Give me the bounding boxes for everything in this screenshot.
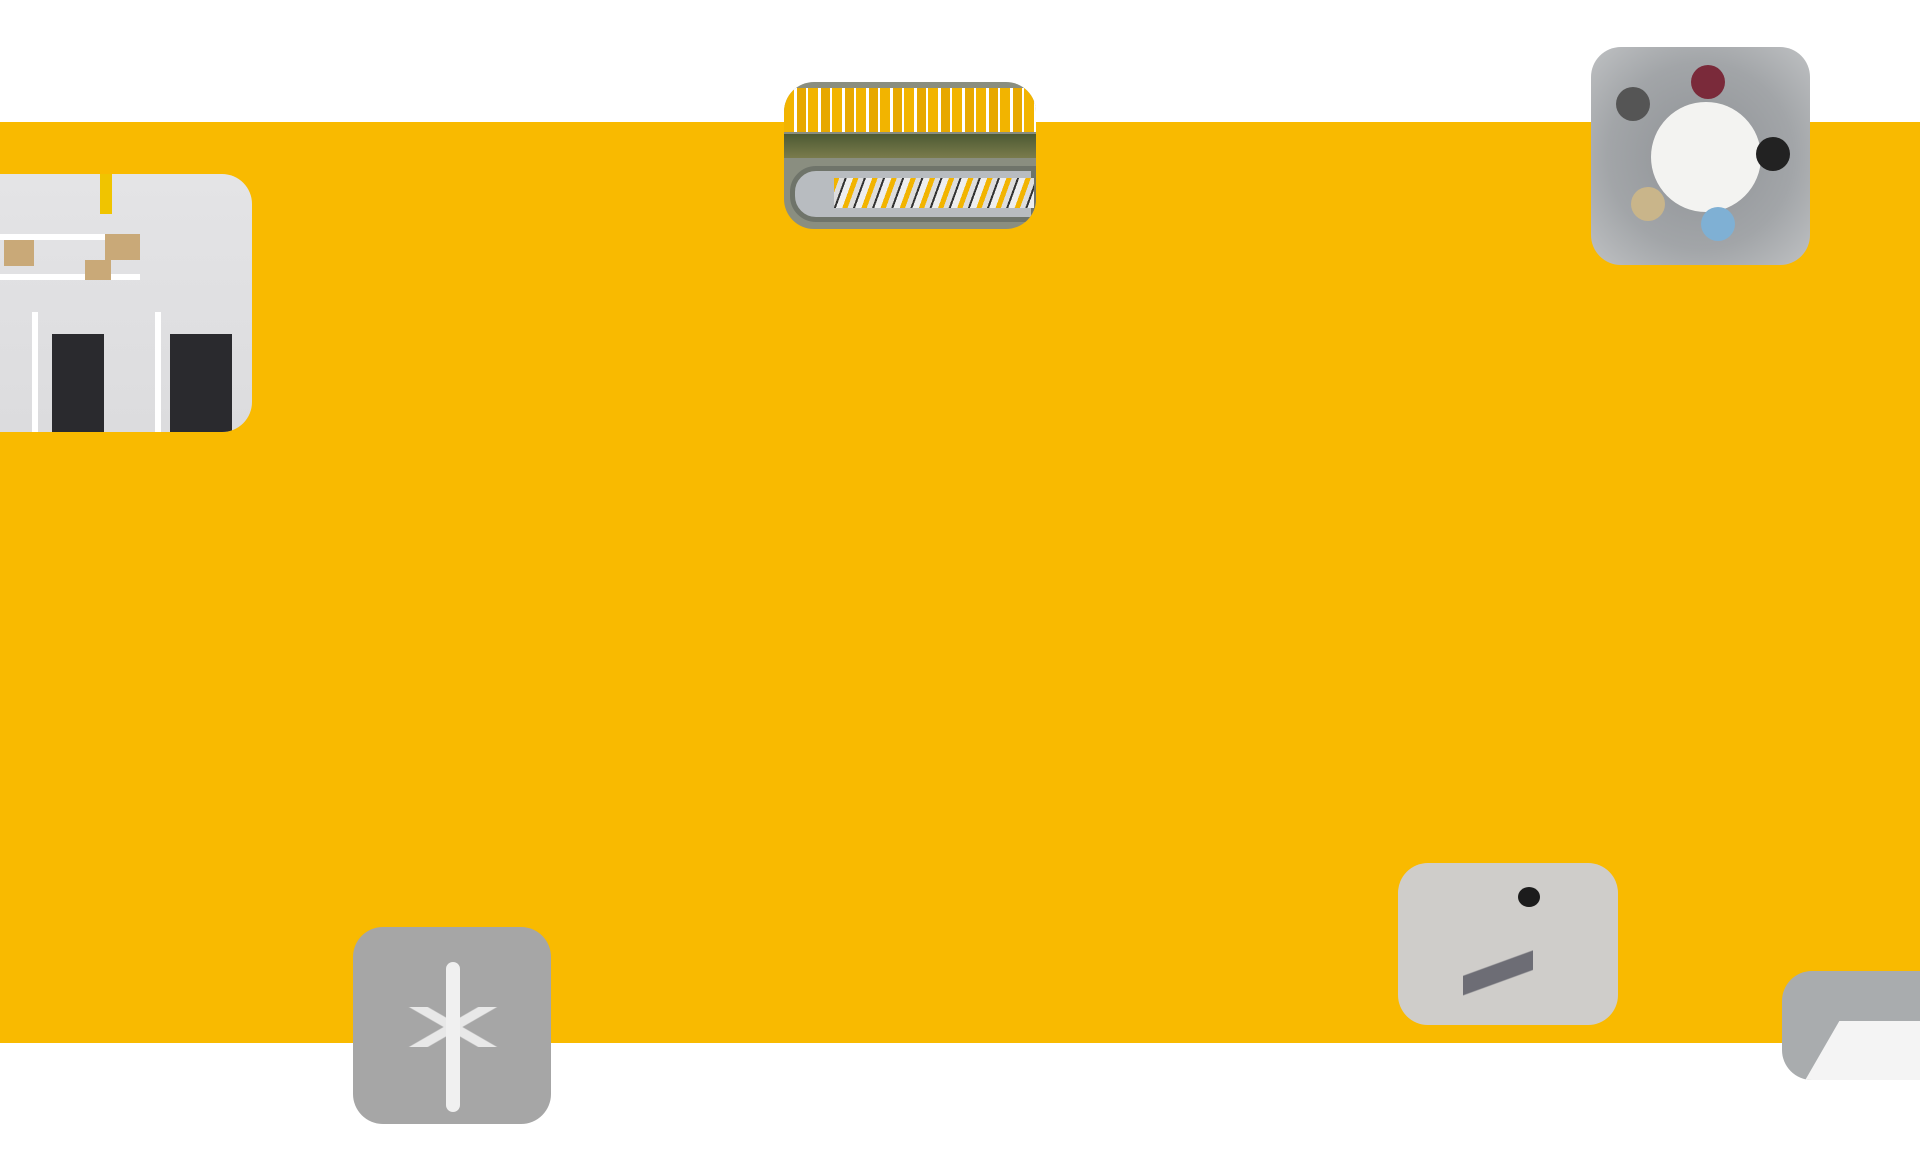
meeting-photo xyxy=(1591,47,1810,265)
airplane-photo xyxy=(353,927,551,1124)
port-photo xyxy=(784,82,1036,229)
walker-photo xyxy=(1398,863,1618,1025)
warehouse-photo xyxy=(0,174,252,432)
office-photo xyxy=(1782,971,1920,1080)
